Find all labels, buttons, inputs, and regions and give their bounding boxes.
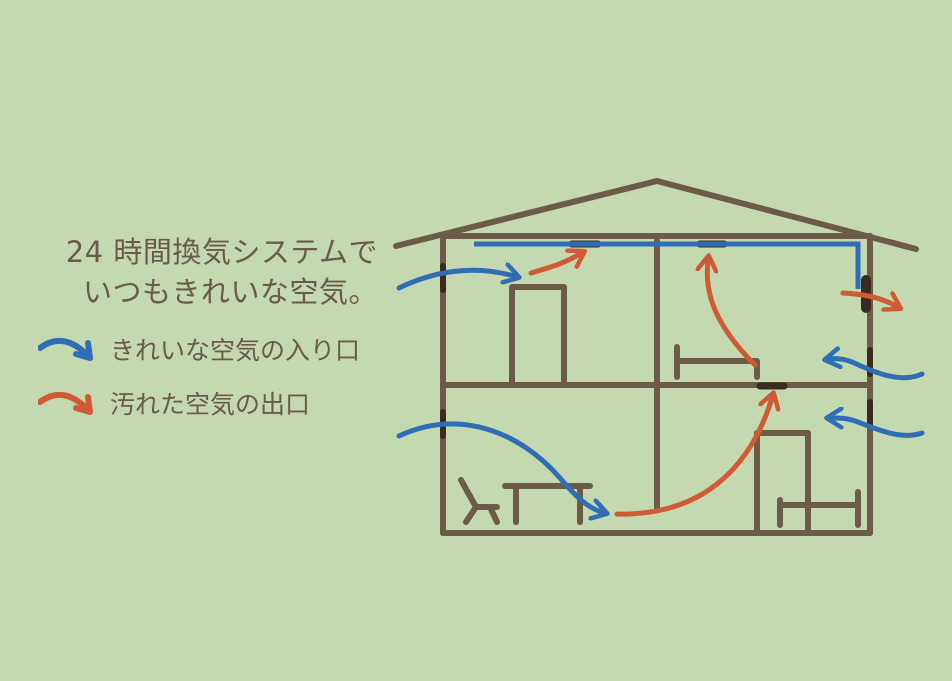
legend-label-dirty-air: 汚れた空気の出口 [110, 390, 311, 419]
exhaust-duct [474, 241, 861, 289]
legend-item-dirty-air: 汚れた空気の出口 [38, 386, 310, 420]
dirty-air-arrow-upper-right [707, 261, 758, 368]
red-curved-arrow-icon [38, 391, 93, 415]
door-upper-left [509, 284, 567, 386]
dirty-air-arrow-exhaust-right [840, 290, 896, 306]
legend-label-clean-air: きれいな空気の入り口 [110, 336, 361, 365]
clean-air-arrow-right-upper [830, 359, 925, 381]
clean-air-arrow-right-lower [832, 418, 925, 438]
door-lower-right [754, 430, 811, 534]
furniture [458, 284, 861, 534]
title-line-1: 24 時間換気システムで [65, 235, 378, 269]
clean-air-arrow-upper-left [396, 270, 514, 291]
dining-table [502, 483, 593, 525]
blue-curved-arrow-icon [38, 337, 93, 361]
chair [458, 477, 500, 525]
clean-air-arrows [396, 270, 925, 512]
dirty-air-arrows [528, 254, 896, 517]
title-line-2: いつもきれいな空気。 [82, 275, 378, 309]
legend-item-clean-air: きれいな空気の入り口 [38, 332, 360, 366]
clean-air-arrow-lower-left [396, 421, 602, 512]
dirty-air-arrow-upper-left [528, 254, 580, 276]
diagram-title: 24 時間換気システムで いつもきれいな空気。 [66, 232, 378, 312]
dirty-air-arrow-lower [614, 398, 772, 517]
roof [393, 178, 919, 252]
bed-lower-right [777, 489, 861, 528]
